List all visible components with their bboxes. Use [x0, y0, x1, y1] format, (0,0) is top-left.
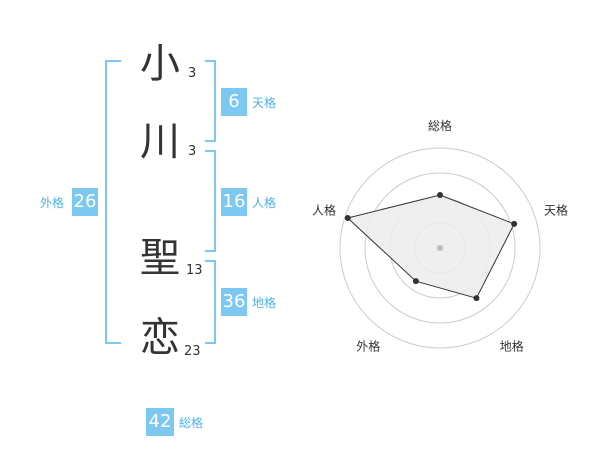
radar-axis-label-4: 外格 [356, 339, 380, 354]
chikaku-label: 地格 [252, 296, 277, 310]
radar-axis-label-5: 人格 [312, 202, 336, 217]
radar-area [346, 194, 515, 299]
jinkaku-bracket [205, 150, 216, 252]
radar-point-5 [344, 215, 351, 222]
jinkaku-label: 人格 [252, 196, 277, 210]
soukaku-label: 総格 [179, 416, 204, 430]
gaikaku-bracket [105, 60, 121, 344]
name-char-4: 恋 [140, 315, 180, 361]
radar-point-1 [437, 192, 443, 198]
radar-center [437, 245, 443, 251]
radar-point-3 [473, 295, 480, 302]
chikaku-bracket [205, 260, 216, 344]
stroke-count-4: 23 [184, 344, 201, 359]
gaikaku-value: 26 [72, 188, 98, 216]
tenkaku-value: 6 [221, 88, 247, 116]
jinkaku-value: 16 [221, 188, 247, 216]
radar-axis-label-3: 地格 [500, 339, 524, 354]
name-char-2: 川 [140, 119, 180, 165]
radar-axis-label-1: 総格 [428, 118, 452, 133]
chikaku-value: 36 [221, 288, 247, 316]
stroke-count-1: 3 [188, 66, 197, 81]
radar-ring-2 [364, 172, 516, 324]
gaikaku-label: 外格 [40, 196, 65, 210]
soukaku-value: 42 [146, 408, 174, 436]
radar-axis-label-2: 天格 [544, 202, 568, 217]
stroke-count-3: 13 [186, 263, 203, 278]
radar-point-2 [511, 220, 518, 227]
name-char-1: 小 [140, 41, 180, 87]
stroke-count-2: 3 [188, 144, 197, 159]
tenkaku-bracket [205, 60, 216, 142]
radar-ring-1 [339, 147, 541, 349]
radar-point-4 [412, 278, 419, 285]
tenkaku-label: 天格 [252, 96, 277, 110]
name-char-3: 聖 [140, 235, 180, 281]
